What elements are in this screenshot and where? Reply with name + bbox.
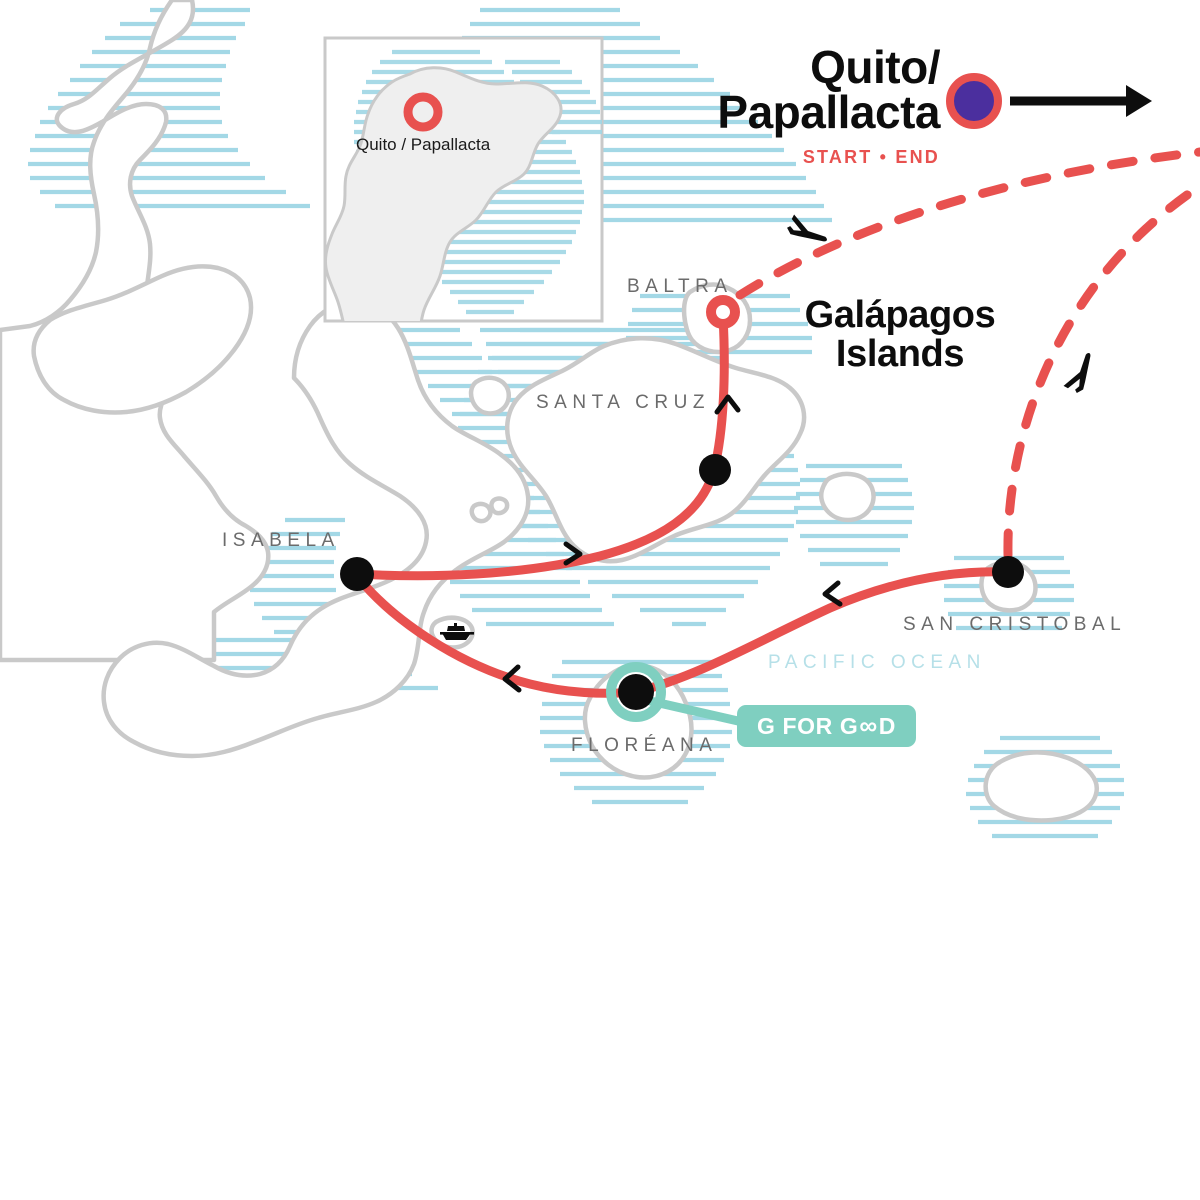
islet-west-santacruz	[468, 375, 512, 416]
island-west-lower	[31, 264, 254, 415]
route-floreana-to-sancristobal	[631, 567, 1013, 697]
legend-start-end	[946, 73, 1152, 129]
marker-floreana-ring	[606, 662, 666, 722]
region-title-line-1: Galápagos	[804, 294, 996, 336]
marker-floreana[interactable]	[618, 674, 654, 710]
island-label-floreana: FLORÉANA	[571, 735, 718, 756]
map-title-block: Quito/ Papallacta START • END	[690, 41, 940, 168]
south-america-shape	[325, 66, 563, 321]
inset-map	[323, 36, 604, 323]
g-for-good-badge[interactable]: G FOR G∞D	[737, 705, 916, 747]
start-end-marker-icon[interactable]	[946, 73, 1002, 129]
direction-arrow-icon	[1010, 85, 1152, 117]
flight-paths	[735, 147, 1200, 560]
island-label-santa-cruz: SANTA CRUZ	[536, 392, 710, 413]
quito-pin-icon	[403, 92, 443, 132]
infinity-glyph-icon: ∞	[859, 711, 878, 740]
badge-text-before: G FOR G	[757, 712, 859, 739]
island-label-baltra: BALTRA	[627, 276, 733, 297]
flight-path-quito-to-baltra	[735, 147, 1200, 300]
transport-icons	[440, 214, 1091, 640]
island-label-san-cristobal: SAN CRISTOBAL	[903, 614, 1127, 635]
marker-san-cristobal[interactable]	[992, 556, 1024, 588]
ocean-label-pacific: PACIFIC OCEAN	[768, 652, 986, 673]
islet-isabela-a	[469, 501, 493, 524]
route-direction-chevrons	[502, 394, 843, 693]
route-chevron-left-icon	[502, 664, 522, 693]
islet-isabela-b	[489, 496, 510, 516]
flight-path-sancristobal-to-quito	[1003, 181, 1200, 560]
island-southeast	[983, 750, 1099, 823]
route-chevron-up-icon	[714, 394, 741, 415]
region-title-line-2: Islands	[835, 332, 965, 375]
inset-map-label: Quito / Papallacta	[356, 135, 491, 154]
airplane-icon-2	[1063, 353, 1091, 393]
airplane-icon-1	[787, 214, 827, 242]
route-stop-markers	[340, 295, 1024, 722]
islet-santa-fe	[818, 471, 876, 523]
page-title-line-1: Quito/	[810, 41, 940, 93]
badge-text-after: D	[878, 712, 896, 739]
marker-santa-cruz[interactable]	[699, 454, 731, 486]
boat-icon	[440, 623, 474, 640]
start-end-subtitle: START • END	[802, 147, 940, 168]
island-isabela	[101, 299, 531, 759]
island-outlines	[0, 0, 1099, 823]
region-title-block: Galápagos Islands	[760, 296, 1040, 374]
route-chevron-left-2-icon	[822, 580, 843, 607]
g-for-good-badge-label: G FOR G∞D	[757, 713, 896, 740]
island-label-isabela: ISABELA	[222, 530, 340, 551]
route-isabela-to-floreana	[352, 571, 641, 698]
island-santa-cruz	[504, 336, 807, 564]
page-title-line-2: Papallacta	[717, 86, 940, 139]
marker-baltra[interactable]	[706, 295, 740, 329]
route-chevron-right-icon	[563, 541, 583, 566]
marker-isabela[interactable]	[340, 557, 374, 591]
